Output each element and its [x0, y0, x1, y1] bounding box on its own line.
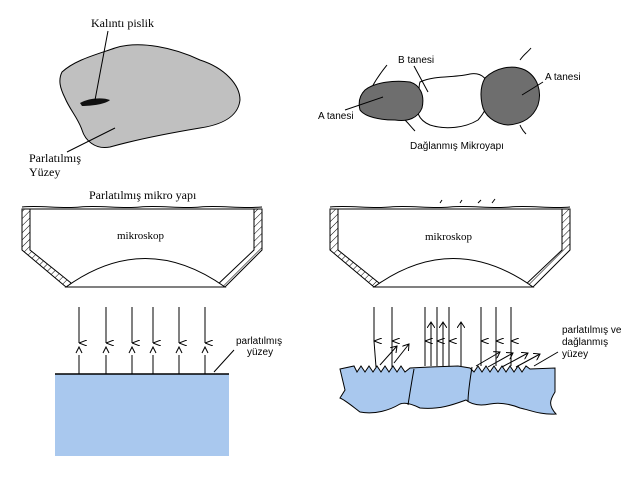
grain-a-right-leader — [521, 81, 544, 96]
grain-b — [416, 73, 489, 129]
microscope-left: mikroskop — [21, 205, 263, 288]
surface-left-label-line2: yüzey — [247, 347, 273, 358]
microscope-left-label: mikroskop — [117, 230, 165, 242]
etched-micro-label: Dağlanmış Mikroyapı — [410, 141, 504, 152]
grain-a-left-leader — [344, 96, 384, 111]
grain-b-leader — [413, 65, 429, 93]
surface-right-label-line3: yüzey — [562, 349, 588, 360]
polished-surface-label-line2: Yüzey — [29, 165, 60, 179]
polished-specimen: parlatılmış yüzey — [55, 307, 282, 456]
residue-label: Kalıntı pislik — [91, 16, 154, 30]
grain-a-left-label: A tanesi — [318, 111, 354, 122]
surface-left-label-line1: parlatılmış — [236, 336, 282, 347]
surface-right-label-line1: parlatılmış ve — [562, 325, 622, 336]
rays-right — [373, 307, 540, 368]
grain-a-left — [358, 80, 424, 121]
surface-left-leader — [213, 349, 235, 373]
grain-a-right-label: A tanesi — [545, 72, 581, 83]
polished-micro-label: Parlatılmış mikro yapı — [89, 188, 197, 202]
etched-specimen: parlatılmış ve dağlanmış yüzey — [339, 307, 622, 415]
polished-sample: Kalıntı pislik Parlatılmış Yüzey — [29, 16, 241, 179]
grain-boundary-1 — [407, 368, 415, 406]
specimen-left-body — [55, 374, 229, 456]
polished-surface-label-line1: Parlatılmış — [29, 151, 81, 165]
sample-shape — [59, 44, 241, 149]
incident-rays-left — [75, 307, 208, 374]
surface-right-label-line2: dağlanmış — [562, 337, 608, 348]
surface-leader — [66, 127, 116, 153]
etched-grains: B tanesi A tanesi A tanesi Dağlanmış Mik… — [318, 47, 581, 152]
residue-leader — [94, 30, 109, 101]
grain-b-label: B tanesi — [398, 55, 434, 66]
residue-blob — [80, 98, 110, 106]
grain-boundary-2 — [467, 366, 473, 403]
surface-right-leader — [533, 351, 559, 367]
grain-a-right — [480, 66, 540, 126]
specimen-right-body — [339, 365, 558, 415]
objective-lens-right — [372, 258, 535, 288]
objective-lens-left — [64, 258, 227, 288]
microscope-right: mikroskop — [329, 205, 571, 288]
microscope-right-label: mikroskop — [425, 231, 473, 243]
